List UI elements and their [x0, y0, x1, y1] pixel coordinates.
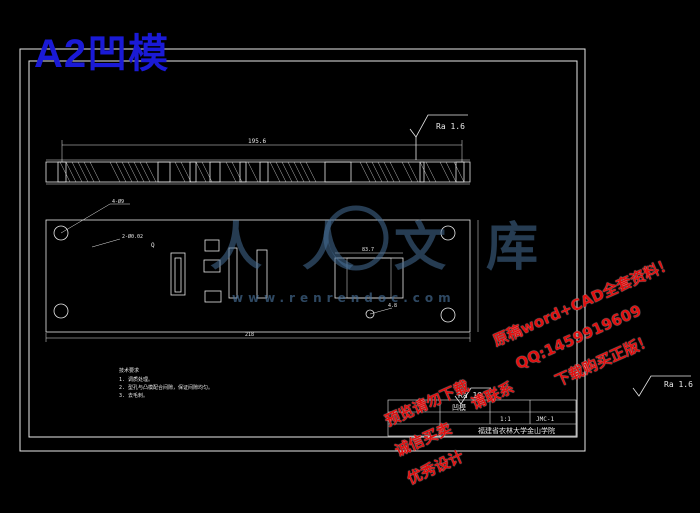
- note-1: 1. 调质处理。: [119, 376, 153, 383]
- roughness-symbol-top: [409, 114, 468, 160]
- title-block: [387, 399, 577, 437]
- label-q: Q: [151, 242, 155, 249]
- note-2: 2. 型孔与凸模配合间隙，保证间隙均匀。: [119, 384, 213, 391]
- roughness-right-label: Ra 1.6: [664, 380, 693, 389]
- watermark-url: www.renrendoc.com: [232, 291, 456, 305]
- dim-bottom-length: 218: [245, 332, 254, 338]
- dim-hole-small: 2-Ø0.02: [122, 233, 143, 240]
- inner-frame: [28, 60, 578, 438]
- plan-view: [45, 203, 479, 342]
- notes-title: 技术要求: [119, 367, 139, 374]
- dim-small-hole: 4.8: [388, 303, 397, 309]
- corner-hole-tr: [440, 225, 456, 241]
- outer-frame: [19, 48, 586, 452]
- corner-hole-br: [440, 307, 456, 323]
- dim-slot: 83.7: [362, 247, 374, 253]
- title-block-part: 凹模: [452, 403, 466, 412]
- title-block-school: 福建省农林大学金山学院: [478, 426, 555, 435]
- page-title: A2凹模: [34, 32, 170, 76]
- dim-hole-big: 4-Ø9: [112, 198, 124, 205]
- watermark-logo: [323, 205, 389, 271]
- note-3: 3. 去毛刺。: [119, 392, 148, 399]
- roughness-top-label: Ra 1.6: [436, 122, 465, 131]
- corner-hole-tl: [53, 225, 69, 241]
- roughness-table-label: Ra 10: [458, 391, 482, 400]
- dim-top-length: 195.6: [248, 138, 266, 145]
- title-block-drawing-no: JMC-1: [536, 416, 554, 423]
- corner-hole-bl: [53, 303, 69, 319]
- title-block-scale: 1:1: [500, 416, 511, 423]
- section-view: [45, 140, 471, 185]
- watermark-text: 人人文库: [210, 217, 579, 278]
- roughness-symbol-right: [632, 375, 691, 397]
